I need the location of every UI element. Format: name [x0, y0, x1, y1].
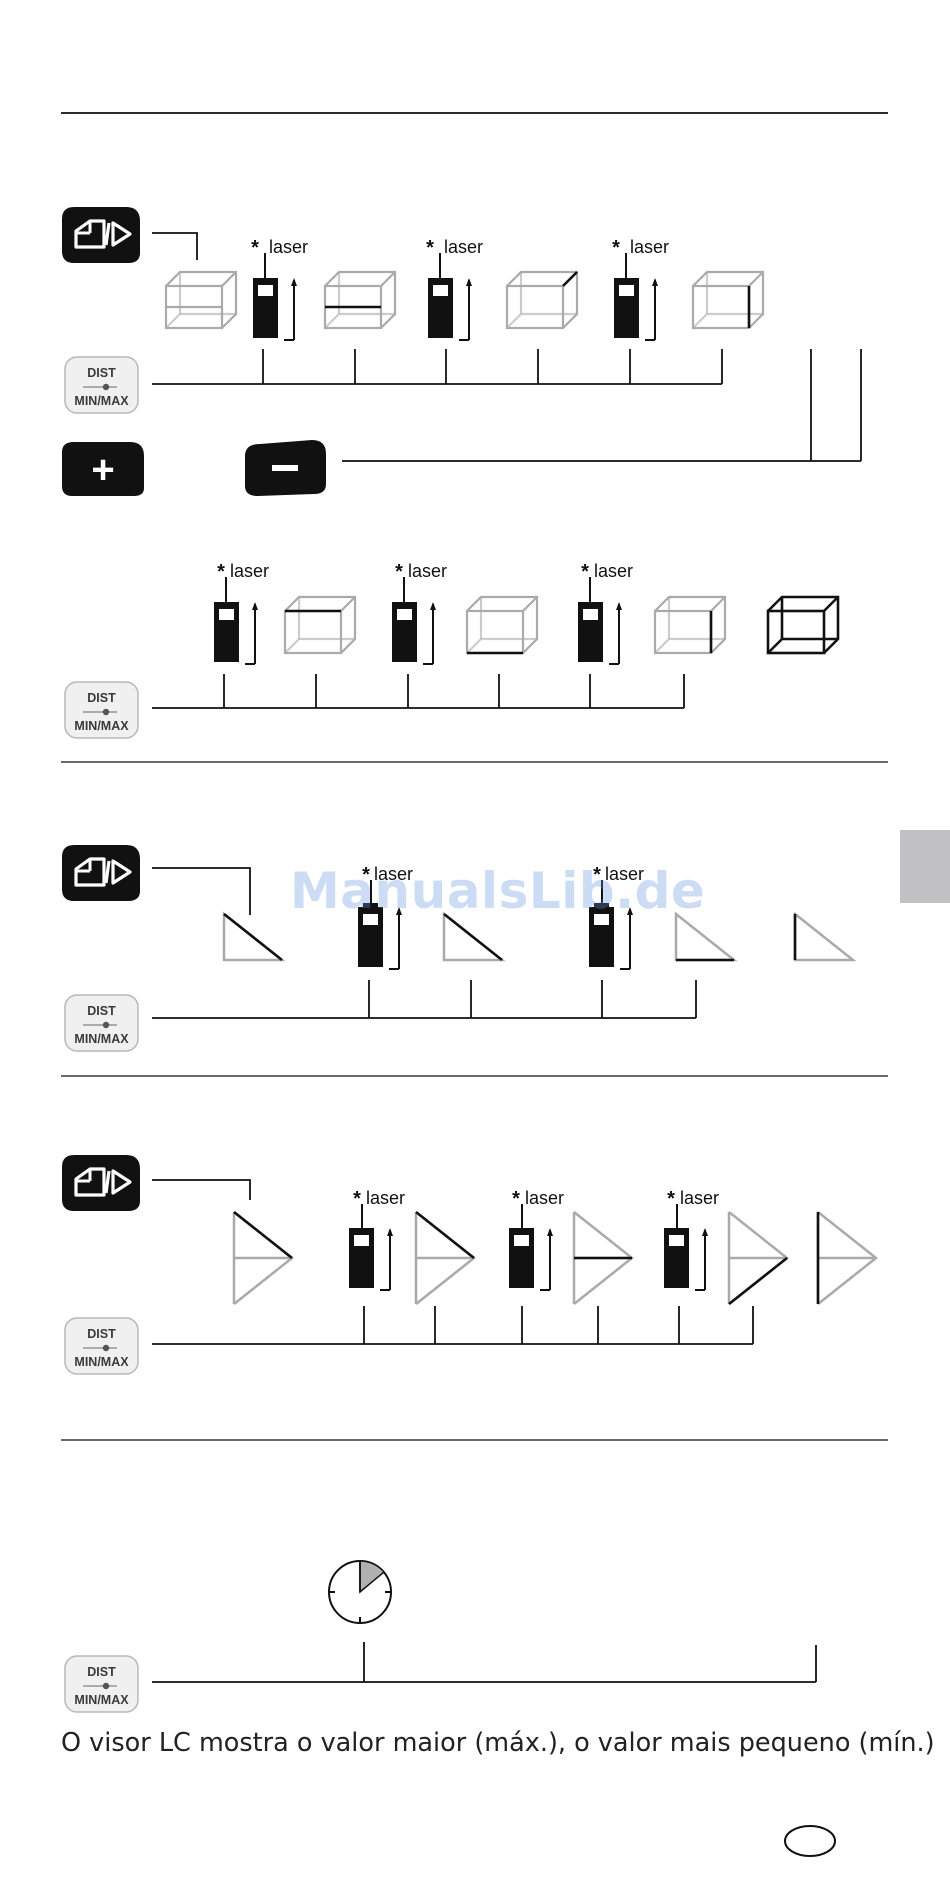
mode-button[interactable]	[62, 1155, 140, 1211]
section-double-triangle: * laser * laser * laser	[62, 1155, 876, 1374]
minus-button[interactable]	[245, 440, 326, 496]
svg-text:laser: laser	[525, 1188, 564, 1208]
chapter-tab	[900, 830, 950, 903]
watermark: ManualsLib.de	[290, 862, 705, 920]
svg-text:laser: laser	[594, 561, 633, 581]
svg-text:laser: laser	[269, 237, 308, 257]
svg-text:*: *	[667, 1188, 675, 1210]
svg-text:*: *	[251, 237, 259, 259]
svg-text:+: +	[91, 448, 114, 492]
svg-text:*: *	[612, 237, 620, 259]
svg-text:*: *	[353, 1188, 361, 1210]
caption-text: O visor LC mostra o valor maior (máx.), …	[61, 1728, 935, 1758]
dist-minmax-button[interactable]	[65, 995, 138, 1051]
svg-text:laser: laser	[444, 237, 483, 257]
svg-text:*: *	[395, 561, 403, 583]
svg-text:laser: laser	[680, 1188, 719, 1208]
svg-text:laser: laser	[230, 561, 269, 581]
plus-button[interactable]: +	[62, 442, 144, 496]
section-volume: * laser * laser * laser +	[62, 207, 861, 738]
svg-text:*: *	[217, 561, 225, 583]
section-min-max	[65, 1561, 816, 1712]
dist-minmax-button[interactable]	[65, 357, 138, 413]
mode-button[interactable]	[62, 845, 140, 901]
svg-text:*: *	[581, 561, 589, 583]
svg-text:*: *	[512, 1188, 520, 1210]
svg-text:*: *	[426, 237, 434, 259]
svg-text:laser: laser	[408, 561, 447, 581]
svg-text:laser: laser	[630, 237, 669, 257]
svg-text:laser: laser	[366, 1188, 405, 1208]
mode-button[interactable]	[62, 207, 140, 263]
country-badge	[785, 1826, 835, 1856]
timer-icon	[329, 1561, 391, 1623]
dist-minmax-button[interactable]	[65, 1656, 138, 1712]
dist-minmax-button[interactable]	[65, 682, 138, 738]
dist-minmax-button[interactable]	[65, 1318, 138, 1374]
